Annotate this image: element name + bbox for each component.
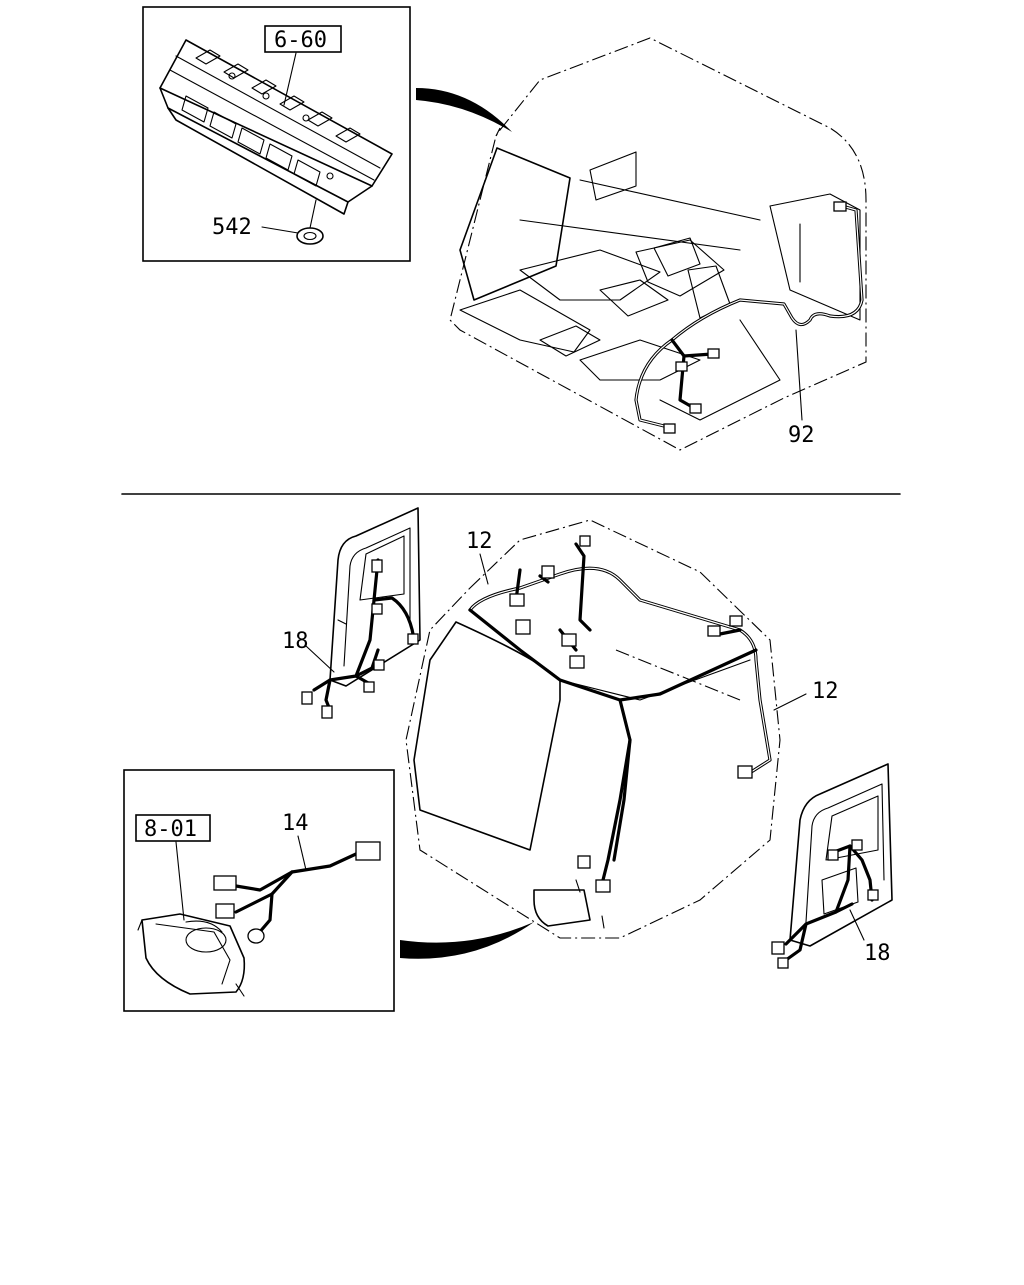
ref-box-6-60 — [264, 25, 342, 53]
bottom-cab: 12 12 — [405, 519, 839, 939]
ref-label-8-01: 8-01 — [144, 817, 197, 842]
harness-14 — [213, 841, 381, 944]
leader-8-01 — [175, 841, 185, 921]
curved-arrow-top — [416, 88, 512, 132]
leader-6-60 — [283, 52, 297, 106]
cab-headlamp — [533, 889, 591, 927]
curved-arrow-bottom — [400, 922, 534, 959]
right-door: 18 — [771, 763, 893, 969]
part-label-542: 542 — [212, 215, 252, 240]
grille-panel — [159, 39, 393, 215]
leader-18-right — [849, 909, 865, 941]
part-label-18-left: 18 — [282, 629, 309, 654]
top-inset: 6-60 — [142, 6, 411, 262]
clip-542 — [296, 227, 324, 245]
left-door: 18 — [282, 507, 421, 719]
leader-14 — [297, 835, 307, 871]
part-label-18-right: 18 — [864, 941, 891, 966]
part-label-14: 14 — [282, 811, 309, 836]
top-cab-interior: 92 — [449, 37, 867, 451]
leader-542 — [261, 226, 299, 234]
part-label-12-side: 12 — [812, 679, 839, 704]
part-label-12-roof: 12 — [466, 529, 493, 554]
ref-label-6-60: 6-60 — [274, 28, 327, 53]
harness-92 — [634, 201, 864, 434]
headlamp-assembly — [137, 913, 246, 997]
top-inset-frame — [142, 6, 411, 262]
leader-18-left — [305, 645, 335, 673]
part-label-92: 92 — [788, 423, 815, 448]
leader-12-side — [773, 693, 807, 711]
leader-12-roof — [479, 553, 489, 585]
ref-box-8-01 — [135, 814, 211, 842]
harness-12 — [468, 535, 772, 893]
leader-92 — [795, 329, 803, 421]
bottom-inset-frame — [123, 769, 395, 1012]
bottom-inset: 8-01 14 — [123, 769, 395, 1012]
leader-clip — [309, 199, 317, 229]
